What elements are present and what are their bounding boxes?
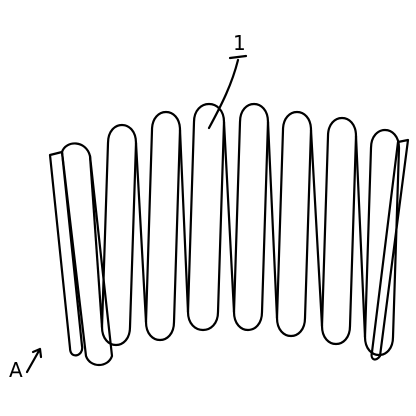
direction-arrow-icon bbox=[25, 347, 43, 374]
spring-back-wire-5 bbox=[266, 120, 279, 320]
spring-back-wire-4 bbox=[222, 120, 236, 314]
reference-numeral: 1 bbox=[233, 31, 246, 55]
reference-leader-line bbox=[207, 58, 240, 130]
coil-spring bbox=[48, 103, 410, 367]
spring-coil-start bbox=[60, 142, 114, 367]
spring-coil-2 bbox=[144, 111, 182, 341]
spring-coil-4 bbox=[232, 103, 270, 331]
spring-coil-3 bbox=[186, 103, 226, 331]
spring-coil-1 bbox=[100, 124, 138, 346]
spring-coil-7 bbox=[363, 129, 401, 356]
spring-left-end bbox=[48, 150, 84, 357]
reference-numeral-group: 1 bbox=[207, 31, 248, 130]
spring-back-wire-6 bbox=[309, 128, 324, 328]
spring-coil-5 bbox=[275, 111, 313, 337]
reference-tick bbox=[228, 54, 248, 60]
direction-arrow-group: A bbox=[9, 347, 43, 382]
spring-back-wire-2 bbox=[134, 141, 148, 324]
direction-label: A bbox=[9, 358, 23, 382]
spring-back-wire-3 bbox=[178, 128, 190, 314]
spring-back-wire-7 bbox=[354, 134, 367, 339]
spring-back-wire-1 bbox=[88, 154, 104, 329]
spring-coil-6 bbox=[320, 117, 358, 345]
spring-right-end bbox=[370, 138, 410, 361]
